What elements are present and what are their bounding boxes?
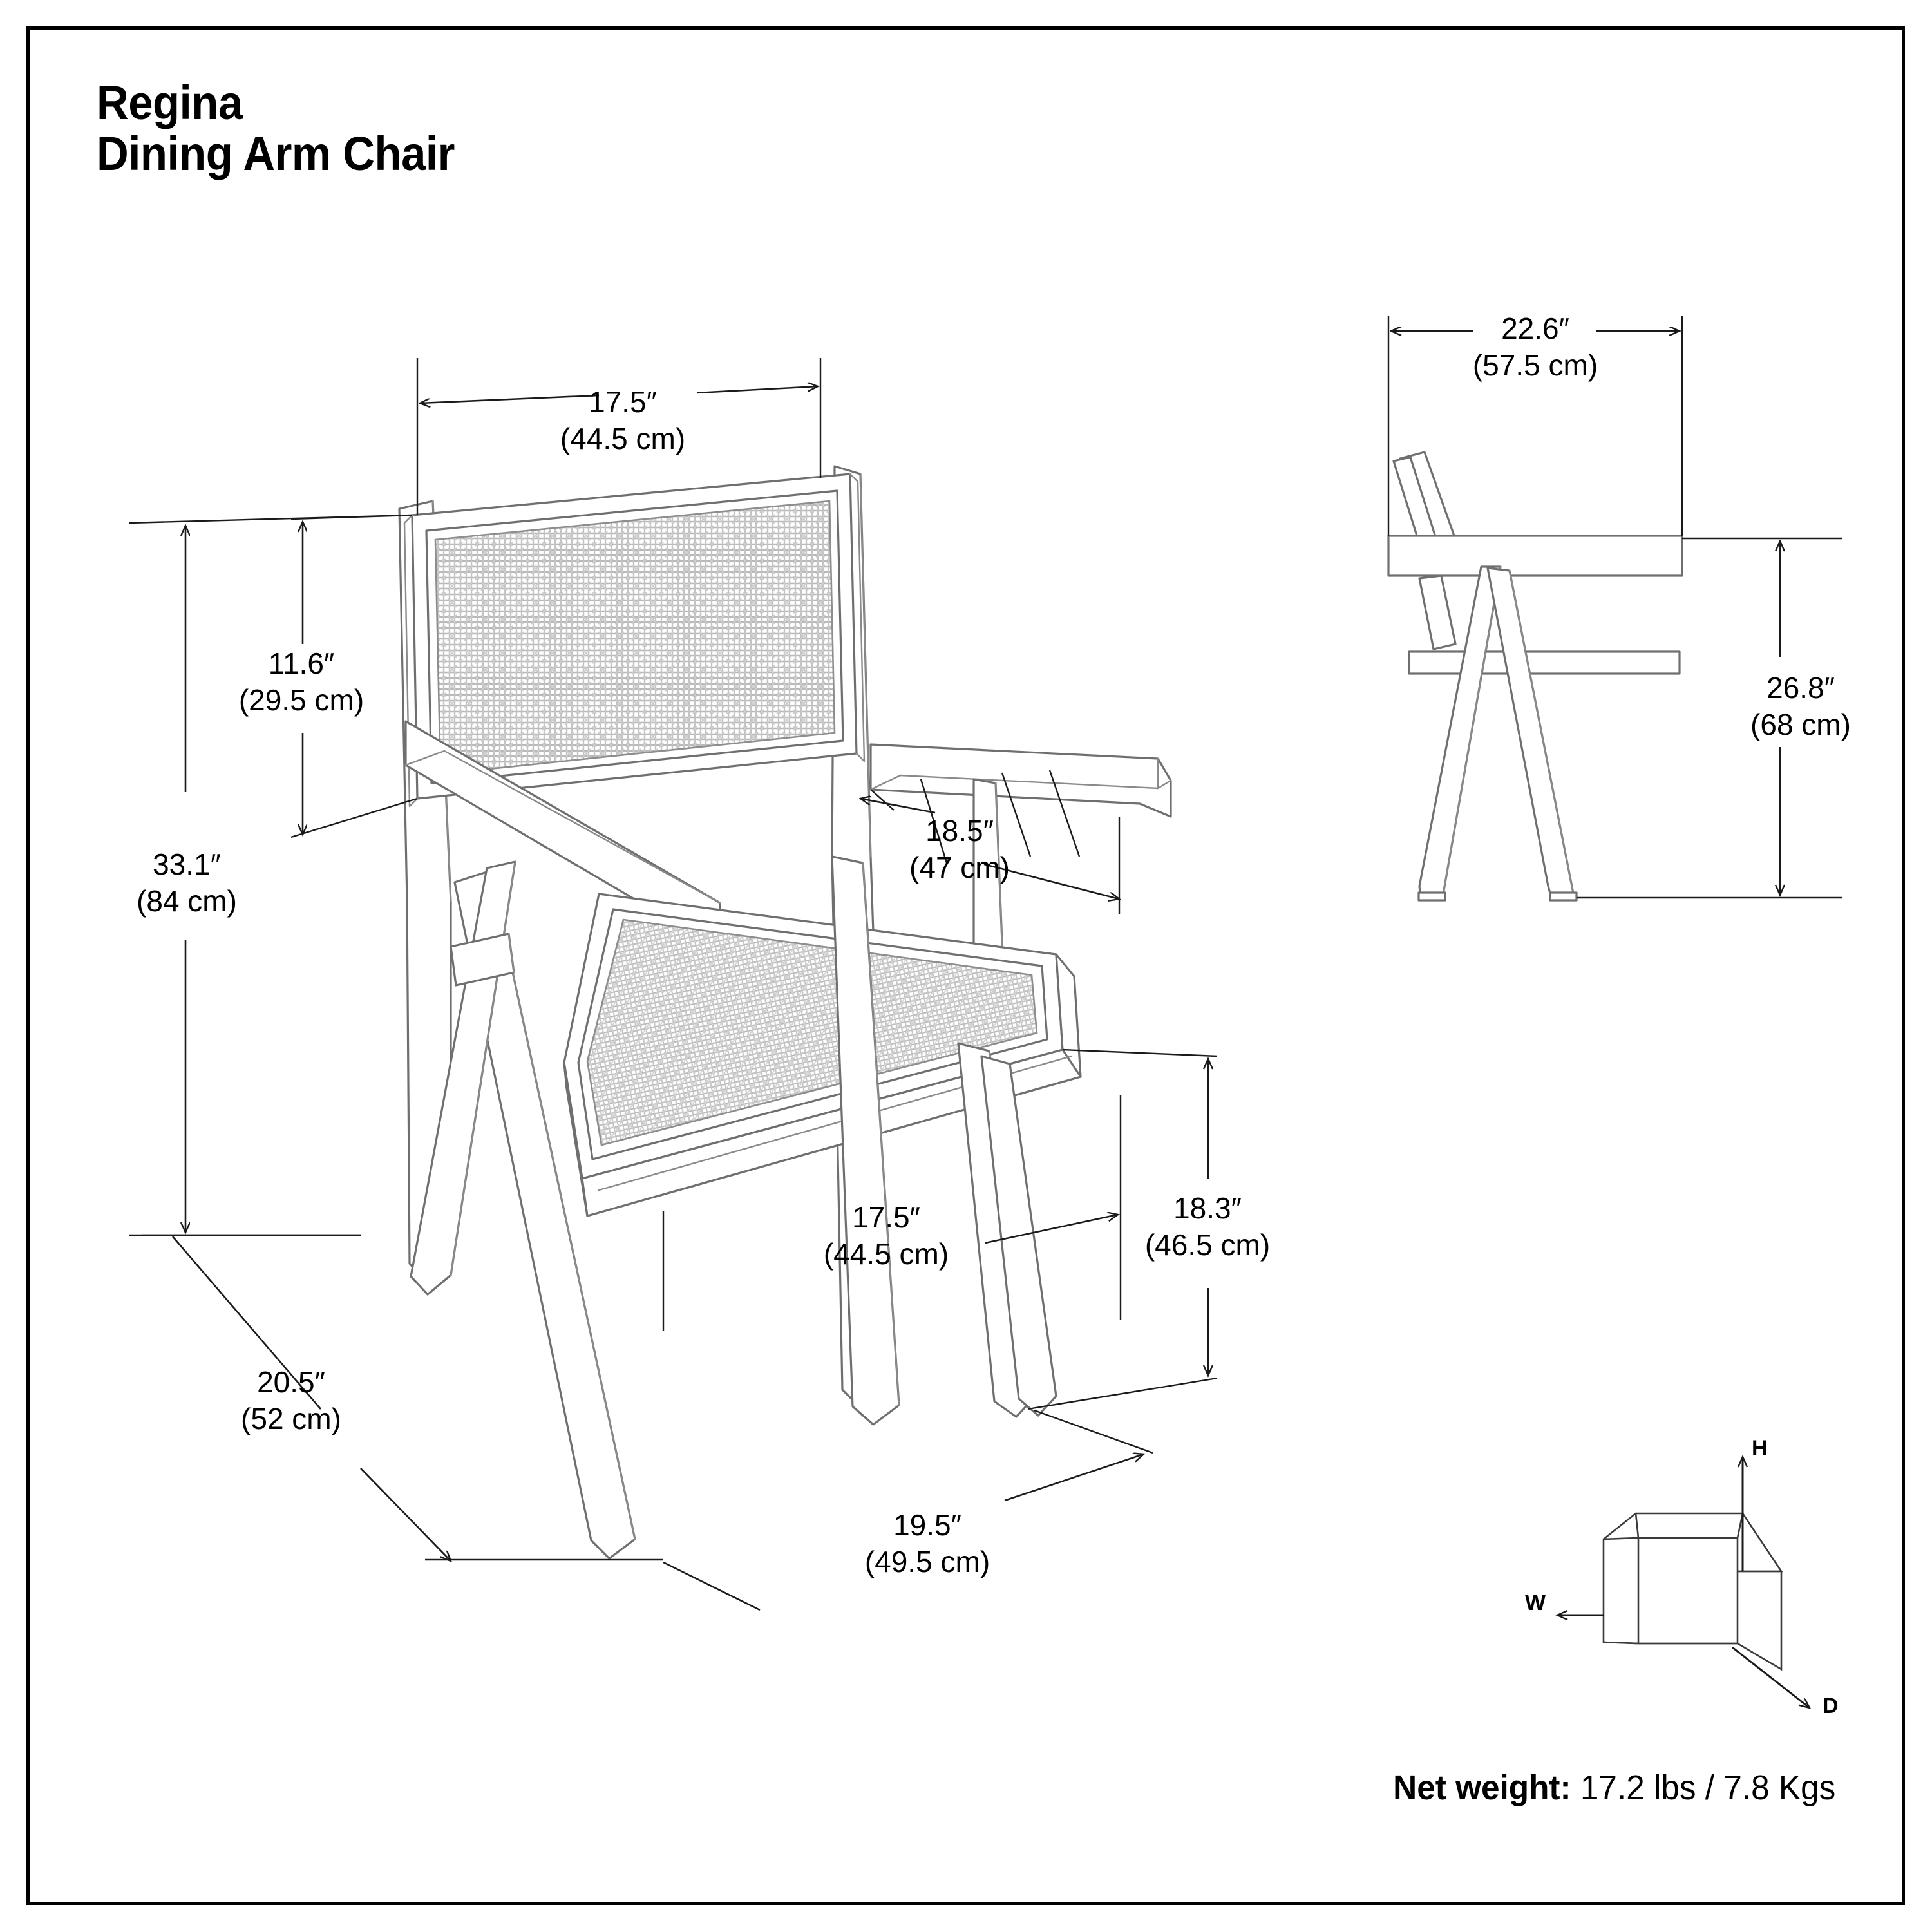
dimension-label-seat-height: 18.3″ (46.5 cm) [1144,1191,1271,1262]
net-weight-label: Net weight: [1392,1768,1571,1807]
title-line-1: Regina [97,76,243,129]
net-weight: Net weight: 17.2 lbs / 7.8 Kgs [1393,1768,1835,1808]
chair-side-drawing [1387,451,1683,902]
axis-legend: H W D [1525,1436,1842,1718]
dimension-label-back-height: 11.6″ (29.5 cm) [238,647,365,717]
axis-label-depth: D [1823,1694,1839,1718]
dimension-label-seat-depth: 17.5″ (44.5 cm) [823,1200,949,1271]
net-weight-value: 17.2 lbs / 7.8 Kgs [1580,1768,1835,1807]
dimension-label-base-depth: 19.5″ (49.5 cm) [864,1508,990,1579]
dimension-lines [128,316,1842,1611]
page-title: Regina Dining Arm Chair [97,76,998,181]
title-line-2: Dining Arm Chair [97,127,455,181]
dimension-label-side-depth: 22.6″ (57.5 cm) [1472,312,1598,383]
dimension-label-back-top-height: 26.8″ (68 cm) [1750,671,1851,742]
dimension-label-overall-height: 33.1″ (84 cm) [137,848,237,918]
axis-label-height: H [1752,1436,1768,1461]
chair-perspective-drawing [398,465,1172,1560]
dimension-label-overall-depth: 20.5″ (52 cm) [241,1365,341,1436]
dimension-label-arm-width: 18.5″ (47 cm) [909,814,1010,885]
axis-label-width: W [1525,1591,1546,1615]
dimension-label-back-width: 17.5″ (44.5 cm) [560,385,686,456]
